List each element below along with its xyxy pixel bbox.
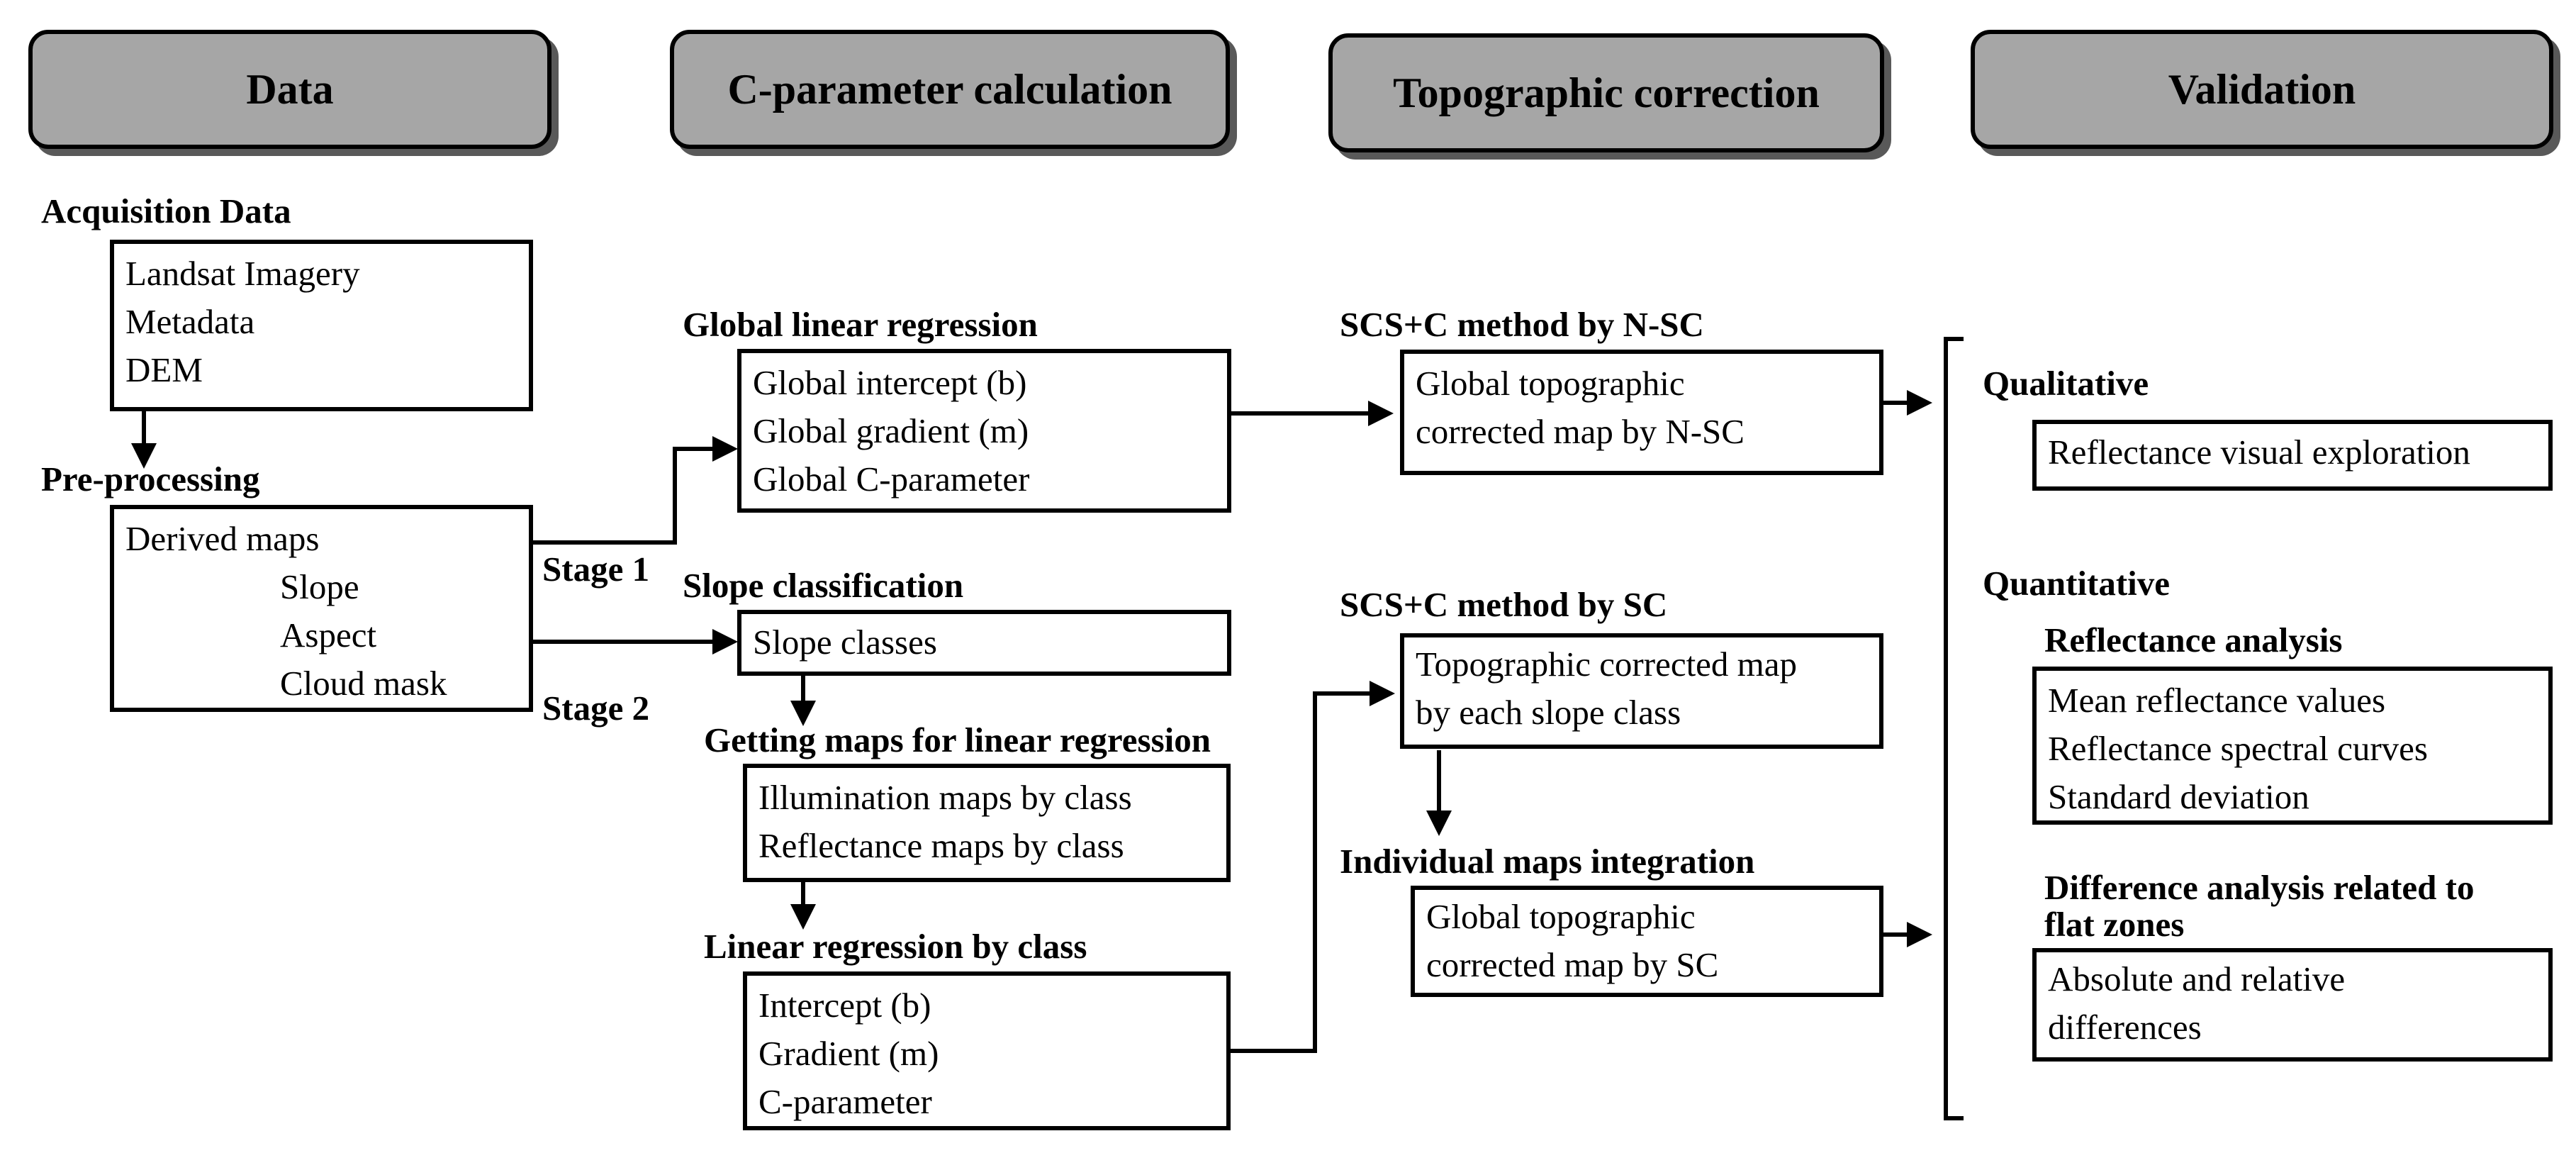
acquisition-item: Landsat Imagery bbox=[125, 254, 360, 293]
linear-regression-item: C-parameter bbox=[758, 1082, 932, 1121]
linear-regression-box: Intercept (b) Gradient (m) C-parameter bbox=[743, 971, 1231, 1130]
preprocessing-box: Derived maps Slope Aspect Cloud mask bbox=[110, 505, 533, 712]
reflectance-analysis-item: Reflectance spectral curves bbox=[2048, 729, 2428, 768]
difference-analysis-item: Absolute and relative bbox=[2048, 959, 2346, 998]
derived-item: Cloud mask bbox=[280, 664, 447, 703]
nsc-method-item: corrected map by N-SC bbox=[1416, 412, 1745, 451]
slope-classes-item: Slope classes bbox=[753, 623, 937, 662]
acquisition-data-title: Acquisition Data bbox=[41, 191, 291, 230]
reflectance-analysis-box: Mean reflectance values Reflectance spec… bbox=[2032, 667, 2553, 825]
sc-method-box: Topographic corrected map by each slope … bbox=[1400, 633, 1883, 749]
integration-item: corrected map by SC bbox=[1426, 945, 1719, 984]
acquisition-item: Metadata bbox=[125, 302, 255, 341]
preprocessing-title: Pre-processing bbox=[41, 459, 260, 498]
global-regression-item: Global gradient (m) bbox=[753, 411, 1029, 450]
difference-analysis-title: Difference analysis related to flat zone… bbox=[2044, 869, 2474, 943]
quantitative-title: Quantitative bbox=[1983, 564, 2171, 603]
sc-method-title: SCS+C method by SC bbox=[1340, 585, 1668, 624]
derived-item: Slope bbox=[280, 567, 359, 606]
header-data: Data bbox=[28, 30, 551, 149]
nsc-method-item: Global topographic bbox=[1416, 364, 1685, 403]
arrow-linear-to-sc bbox=[1230, 681, 1395, 1053]
sc-method-item: Topographic corrected map bbox=[1416, 645, 1798, 684]
slope-classification-title: Slope classification bbox=[683, 566, 964, 605]
difference-analysis-box: Absolute and relative differences bbox=[2032, 948, 2553, 1062]
stage-2-label: Stage 2 bbox=[542, 689, 650, 728]
header-topographic-correction-label: Topographic correction bbox=[1393, 69, 1820, 116]
slope-classes-box: Slope classes bbox=[737, 610, 1231, 676]
header-c-parameter-label: C-parameter calculation bbox=[727, 65, 1172, 113]
acquisition-data-box: Landsat Imagery Metadata DEM bbox=[110, 240, 533, 411]
getting-maps-item: Illumination maps by class bbox=[758, 778, 1132, 817]
arrow-stage1 bbox=[532, 436, 738, 545]
nsc-method-box: Global topographic corrected map by N-SC bbox=[1400, 350, 1883, 475]
linear-regression-item: Gradient (m) bbox=[758, 1034, 939, 1073]
qualitative-box: Reflectance visual exploration bbox=[2032, 420, 2553, 491]
header-validation-label: Validation bbox=[2168, 65, 2356, 113]
validation-bracket bbox=[1944, 337, 1964, 1120]
header-data-label: Data bbox=[246, 65, 334, 113]
linear-regression-item: Intercept (b) bbox=[758, 986, 931, 1025]
reflectance-analysis-item: Standard deviation bbox=[2048, 777, 2309, 816]
qualitative-item: Reflectance visual exploration bbox=[2048, 433, 2470, 472]
header-c-parameter: C-parameter calculation bbox=[670, 30, 1230, 149]
difference-analysis-item: differences bbox=[2048, 1008, 2202, 1047]
reflectance-analysis-item: Mean reflectance values bbox=[2048, 681, 2386, 720]
nsc-method-title: SCS+C method by N-SC bbox=[1340, 305, 1704, 344]
acquisition-item: DEM bbox=[125, 350, 203, 389]
global-regression-title: Global linear regression bbox=[683, 305, 1038, 344]
difference-analysis-title-line: flat zones bbox=[2044, 905, 2185, 944]
difference-analysis-title-line: Difference analysis related to bbox=[2044, 868, 2475, 907]
global-regression-item: Global C-parameter bbox=[753, 459, 1030, 498]
stage-1-label: Stage 1 bbox=[542, 550, 650, 589]
getting-maps-box: Illumination maps by class Reflectance m… bbox=[743, 764, 1231, 882]
reflectance-analysis-title: Reflectance analysis bbox=[2044, 620, 2343, 659]
header-validation: Validation bbox=[1971, 30, 2553, 149]
derived-maps-label: Derived maps bbox=[125, 519, 320, 558]
global-regression-box: Global intercept (b) Global gradient (m)… bbox=[737, 349, 1231, 513]
getting-maps-item: Reflectance maps by class bbox=[758, 826, 1124, 865]
sc-method-item: by each slope class bbox=[1416, 693, 1681, 732]
qualitative-title: Qualitative bbox=[1983, 364, 2149, 403]
global-regression-item: Global intercept (b) bbox=[753, 363, 1027, 402]
header-topographic-correction: Topographic correction bbox=[1328, 33, 1884, 152]
linear-regression-title: Linear regression by class bbox=[704, 927, 1087, 966]
integration-item: Global topographic bbox=[1426, 897, 1696, 936]
getting-maps-title: Getting maps for linear regression bbox=[704, 720, 1211, 759]
integration-title: Individual maps integration bbox=[1340, 842, 1755, 881]
integration-box: Global topographic corrected map by SC bbox=[1411, 886, 1883, 997]
derived-item: Aspect bbox=[280, 616, 377, 655]
